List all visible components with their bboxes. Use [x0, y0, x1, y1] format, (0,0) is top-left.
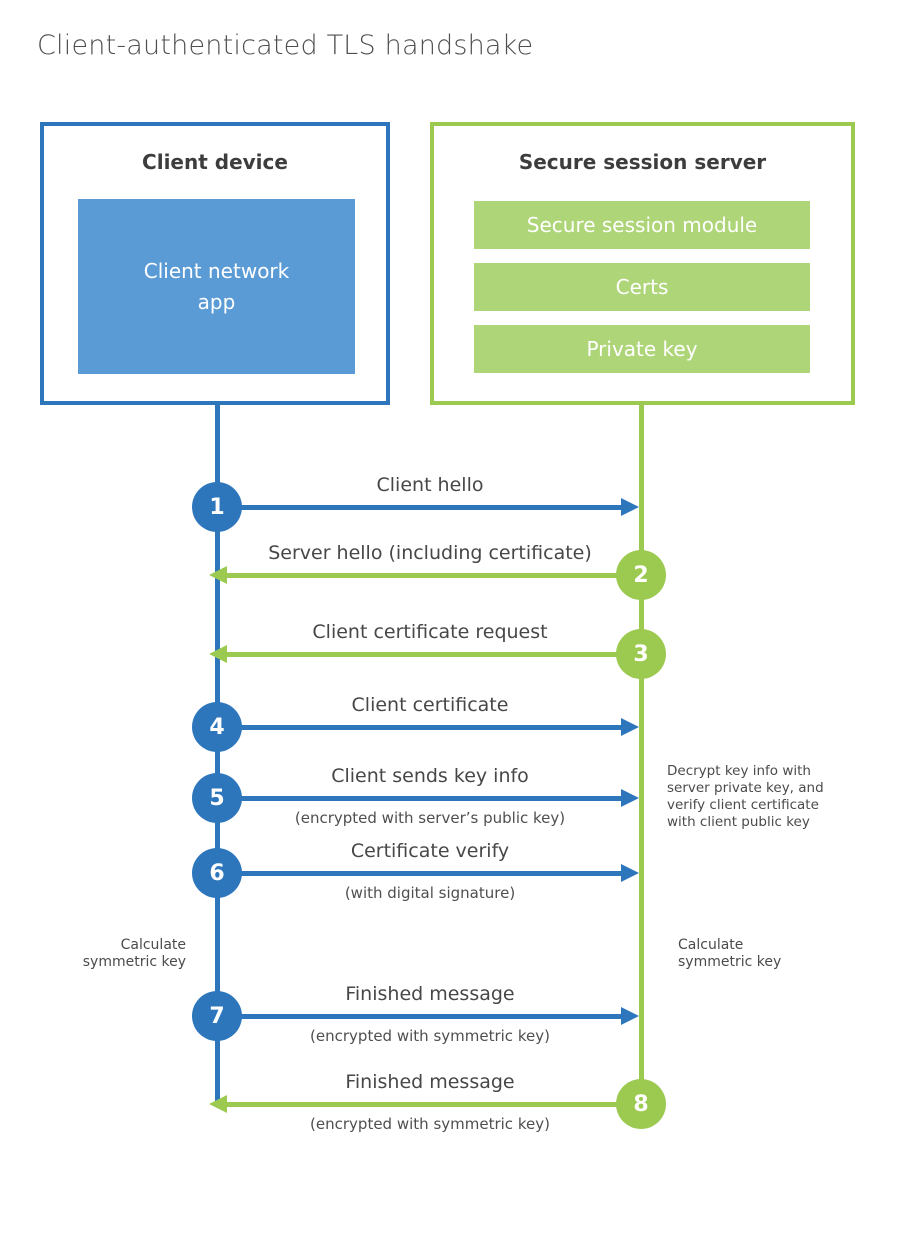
arrow-line [227, 652, 618, 657]
note-decrypt-key-info: Decrypt key info with server private key… [667, 763, 824, 830]
message-sublabel: (encrypted with symmetric key) [310, 1115, 550, 1133]
note-calculate-symmetric-key-server: Calculate symmetric key [678, 937, 782, 970]
arrowhead-right-icon [621, 498, 639, 516]
arrowhead-right-icon [621, 789, 639, 807]
arrowhead-right-icon [621, 1007, 639, 1025]
arrowhead-left-icon [209, 1095, 227, 1113]
message-label: Client certificate request [312, 621, 548, 643]
arrow-line [240, 505, 621, 510]
message-sublabel: (with digital signature) [344, 884, 516, 902]
page-title: Client-authenticated TLS handshake [37, 30, 534, 61]
arrow-line [240, 1014, 621, 1019]
arrow-line [227, 1102, 618, 1107]
arrowhead-right-icon [621, 718, 639, 736]
arrowhead-left-icon [209, 645, 227, 663]
arrow-line [227, 573, 618, 578]
message-label: Finished message [345, 1071, 515, 1093]
message-label: Client sends key info [331, 765, 529, 787]
secure-session-server-title: Secure session server [518, 150, 767, 174]
server-certs-bar: Certs [474, 263, 810, 311]
message-label: Finished message [345, 983, 515, 1005]
step-2-badge: 2 [616, 550, 666, 600]
step-5-badge: 5 [192, 773, 242, 823]
arrow-line [240, 871, 621, 876]
message-label: Client certificate [351, 694, 509, 716]
message-sublabel: (encrypted with symmetric key) [310, 1027, 550, 1045]
client-device-title: Client device [142, 150, 288, 174]
step-3-badge: 3 [616, 629, 666, 679]
client-network-app-box: Client network app [78, 199, 355, 374]
step-8-badge: 8 [616, 1079, 666, 1129]
step-1-badge: 1 [192, 482, 242, 532]
message-label: Server hello (including certificate) [268, 542, 592, 564]
step-7-badge: 7 [192, 991, 242, 1041]
client-lifeline [215, 405, 220, 1104]
client-network-app-label: Client network app [143, 258, 290, 314]
note-calculate-symmetric-key-client: Calculate symmetric key [82, 937, 186, 970]
step-4-badge: 4 [192, 702, 242, 752]
server-private-key-bar: Private key [474, 325, 810, 373]
server-lifeline [639, 405, 644, 1104]
arrowhead-left-icon [209, 566, 227, 584]
message-label: Client hello [376, 474, 484, 496]
step-6-badge: 6 [192, 848, 242, 898]
message-sublabel: (encrypted with server’s public key) [294, 809, 566, 827]
server-module-bar: Secure session module [474, 201, 810, 249]
arrow-line [240, 796, 621, 801]
arrow-line [240, 725, 621, 730]
message-label: Certificate verify [350, 840, 510, 862]
arrowhead-right-icon [621, 864, 639, 882]
